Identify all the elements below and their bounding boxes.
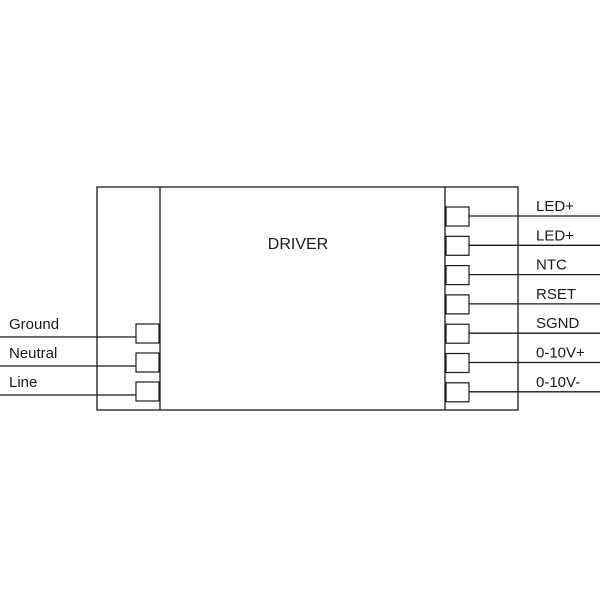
terminal-pin-rset-4 [445, 294, 470, 315]
terminal-pin-sgnd-5 [445, 323, 470, 344]
label-line: Line [9, 374, 37, 391]
label-sgnd-5: SGND [536, 315, 580, 332]
output-terminal-group: LED+ LED+ NTC RSET SGND 0-10V+ 0-10V- [445, 198, 600, 403]
terminal-pin-0-10v-7 [445, 382, 470, 403]
terminal-pin-neutral [135, 352, 160, 373]
label-0-10v-7: 0-10V- [536, 374, 580, 391]
terminal-pin-ntc-3 [445, 265, 470, 286]
terminal-pin-0-10v-plus-6 [445, 352, 470, 374]
label-ground: Ground [9, 316, 59, 333]
label-0-10v-plus-6: 0-10V+ [536, 345, 585, 362]
terminal-pin-line [135, 381, 160, 402]
driver-enclosure [96, 186, 519, 411]
label-rset-4: RSET [536, 286, 576, 303]
driver-title: DRIVER [268, 236, 328, 253]
label-led-plus-2: LED+ [536, 227, 574, 244]
label-led-plus-1: LED+ [536, 198, 574, 215]
terminal-pin-ground [135, 323, 160, 344]
terminal-pin-led-plus-2 [445, 235, 470, 256]
label-neutral: Neutral [9, 345, 57, 362]
label-ntc-3: NTC [536, 257, 567, 274]
terminal-pin-led-plus-1 [445, 206, 470, 227]
